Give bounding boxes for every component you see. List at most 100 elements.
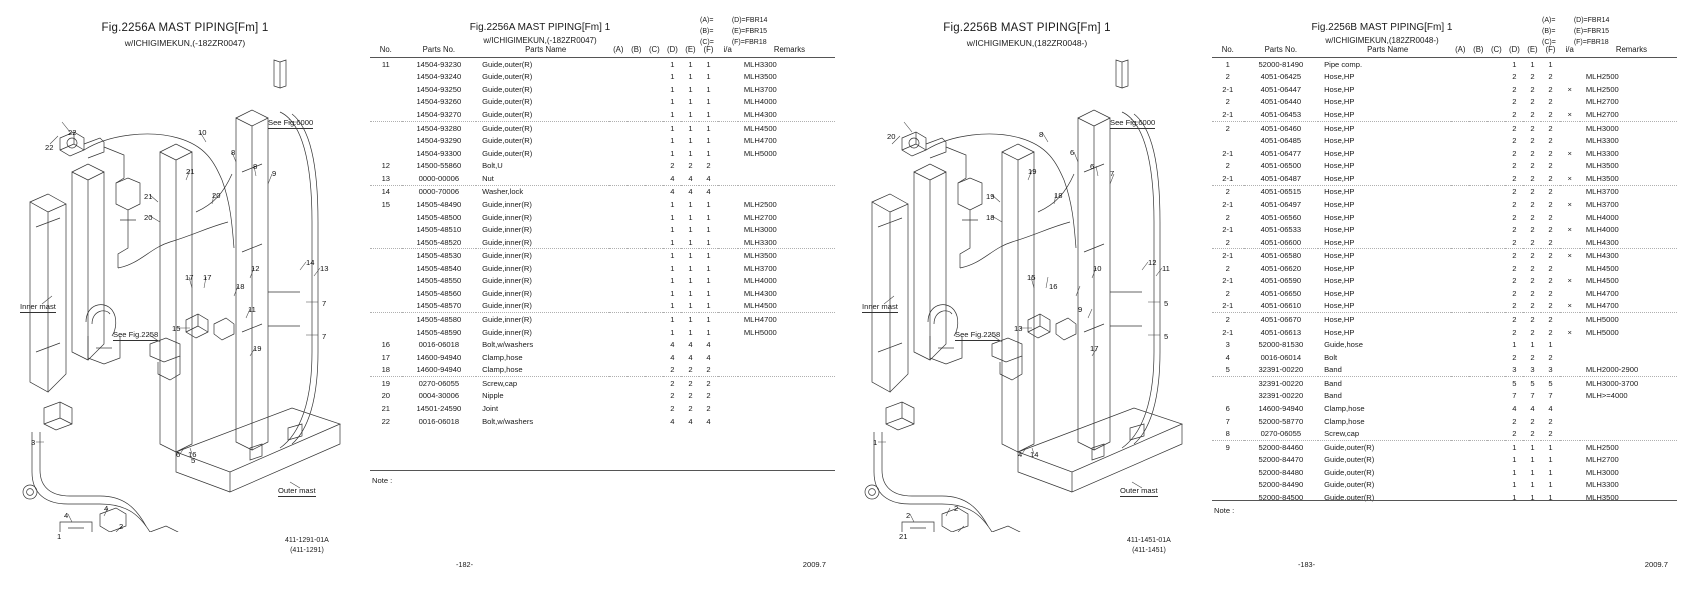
cell-e: 1 (688, 136, 693, 146)
cell-remarks (738, 390, 835, 403)
legend-column-right: (D)=FBR14 (E)=FBR15 (F)=FBR18 (1574, 16, 1610, 49)
cell-b (627, 390, 645, 403)
cell-a (609, 338, 627, 351)
cell-f: 3 (1541, 363, 1560, 378)
cell-parts-no: 14505-48490 (416, 199, 462, 209)
cell-f: 2 (706, 403, 711, 413)
cell-d: 4 (670, 352, 675, 362)
cell-b (1469, 390, 1487, 403)
cell-d: 2 (1505, 235, 1524, 250)
cell-f: 2 (706, 391, 711, 401)
cell-c (645, 338, 663, 351)
cell-b (627, 83, 645, 96)
cell-parts-no: 4051-06533 (1260, 225, 1302, 235)
cell-b (1469, 326, 1487, 339)
cell-e: 2 (1530, 199, 1535, 209)
cell-f: 2 (1548, 84, 1553, 94)
cell-e: 2 (1530, 212, 1535, 222)
cell-no (370, 83, 402, 96)
diagram-callout-number: 14 (306, 258, 315, 267)
note-label: Note : (1214, 506, 1235, 515)
cell-no: 18 (370, 363, 402, 378)
cell-e: 1 (681, 108, 700, 122)
cell-e: 2 (1530, 187, 1535, 197)
cell-c (1487, 415, 1505, 428)
cell-remarks: MLH2700 (1585, 97, 1619, 107)
cell-parts-name: Guide,outer(R) (482, 84, 533, 94)
cell-ia (1560, 313, 1580, 326)
cell-f: 2 (1548, 123, 1553, 133)
cell-a (1451, 58, 1469, 71)
note-divider (370, 470, 835, 471)
cell-e: 2 (1530, 416, 1535, 426)
cell-parts-no: 14501-24590 (416, 403, 462, 413)
cell-a (609, 249, 627, 262)
cell-b (627, 185, 645, 198)
cell-remarks: MLH4300 (743, 288, 777, 298)
diagram-callout-number: 18 (1054, 191, 1063, 200)
cell-b (1469, 108, 1488, 122)
diagram-callout-number: 17 (203, 273, 212, 282)
cell-parts-no: 4051-06460 (1260, 123, 1302, 133)
cell-f: 1 (706, 263, 711, 273)
cell-parts-name: Screw,cap (482, 378, 518, 388)
cell-d: 2 (1512, 212, 1517, 222)
cell-f: 4 (706, 416, 711, 426)
cell-b (627, 351, 645, 364)
cell-parts-name: Guide,outer(R) (1324, 455, 1375, 465)
cell-c (1487, 96, 1505, 109)
cell-e: 2 (1530, 97, 1535, 107)
cell-c (645, 96, 663, 109)
cell-d: 1 (1512, 455, 1517, 465)
cell-f: 1 (706, 59, 711, 69)
document-code-sub: (411-1291) (290, 546, 324, 554)
cell-parts-no: 0270-06055 (1243, 427, 1319, 441)
cell-d: 1 (670, 59, 675, 69)
cell-remarks: MLH4700 (743, 315, 777, 325)
cell-b (627, 134, 645, 147)
header-parts-no: Parts No. (1243, 44, 1319, 58)
cell-f: 1 (699, 108, 718, 122)
cell-e: 2 (1530, 84, 1535, 94)
cell-a (609, 363, 628, 378)
cell-parts-no: 14504-93250 (416, 84, 462, 94)
cell-a (609, 71, 627, 84)
cell-f: 1 (706, 288, 711, 298)
cell-a (609, 275, 627, 288)
cell-a (609, 172, 628, 186)
cell-b (1469, 262, 1487, 275)
cell-c (1487, 299, 1506, 314)
cell-a (1451, 440, 1469, 453)
cell-parts-name: Guide,inner(R) (482, 327, 532, 337)
cell-parts-name: Band (1318, 363, 1452, 378)
cell-a (1451, 134, 1469, 147)
diagram-callout-number: 20 (144, 213, 153, 222)
cell-parts-name: Hose,HP (1324, 199, 1355, 209)
cell-c (1487, 185, 1505, 198)
cell-no (1212, 134, 1244, 147)
cell-parts-name: Hose,HP (1324, 136, 1355, 146)
cell-remarks: MLH2500 (1585, 84, 1619, 94)
cell-b (627, 287, 645, 300)
cell-d: 4 (670, 416, 675, 426)
cell-e: 2 (1523, 299, 1542, 314)
cell-b (1469, 479, 1487, 492)
cell-d: 2 (1505, 108, 1524, 122)
diagram-callout-number: 21 (186, 167, 195, 176)
cell-parts-no: 32391-00220 (1258, 378, 1304, 388)
cell-f: 1 (706, 225, 711, 235)
cell-a (1451, 338, 1469, 351)
